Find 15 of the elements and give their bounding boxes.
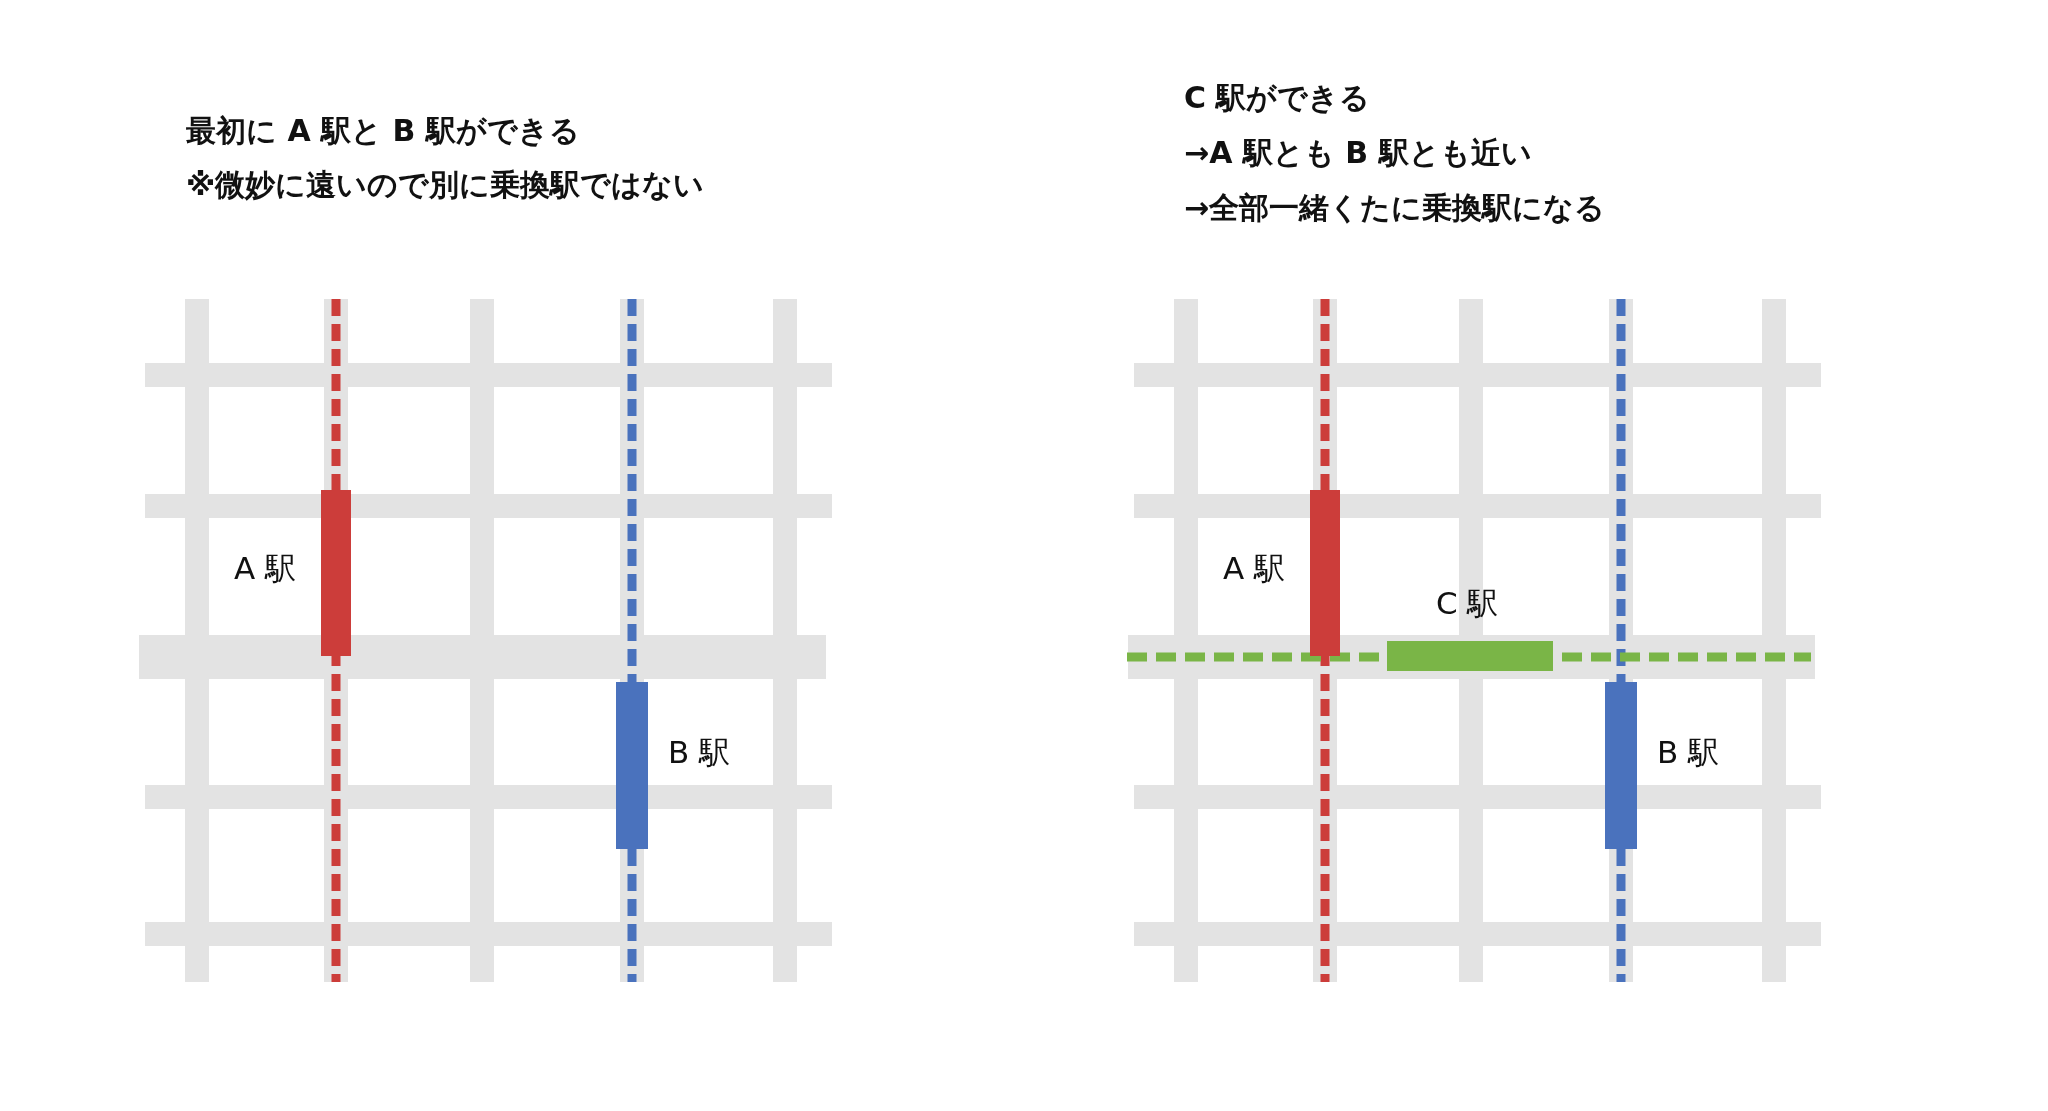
station-label: B 駅 <box>668 733 731 772</box>
caption-text: →全部一緒くたに乗換駅になる <box>1184 189 1606 227</box>
station-label: A 駅 <box>1223 549 1286 588</box>
caption-text: C 駅ができる <box>1184 79 1371 117</box>
caption-text: ※微妙に遠いので別に乗換駅ではない <box>186 166 705 204</box>
station-bar <box>1310 490 1340 656</box>
station-label: A 駅 <box>234 549 297 588</box>
station-bar <box>616 682 648 849</box>
station-bar <box>321 490 351 656</box>
caption-text: 最初に A 駅と B 駅ができる <box>186 112 580 150</box>
station-bar <box>1387 641 1553 671</box>
caption-text: →A 駅とも B 駅とも近い <box>1184 134 1532 172</box>
station-label: C 駅 <box>1436 584 1499 623</box>
station-label: B 駅 <box>1657 733 1720 772</box>
station-bar <box>1605 682 1637 849</box>
